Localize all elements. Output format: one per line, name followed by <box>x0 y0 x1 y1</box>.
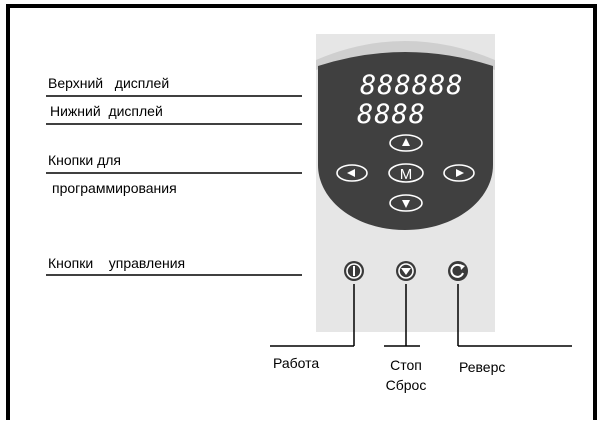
leader-lines-left <box>46 95 302 276</box>
arrow-down-icon <box>402 200 410 208</box>
label-stop: Стоп <box>390 357 422 373</box>
upper-display-digits: 888888 <box>360 70 464 101</box>
lower-display-digits: 8888 <box>357 99 426 130</box>
label-prog-buttons-line1: Кнопки для <box>48 152 121 168</box>
label-lower-display: Нижний дисплей <box>50 103 163 119</box>
label-reverse: Реверс <box>459 359 505 375</box>
reverse-icon <box>450 263 464 278</box>
panel-top-arc <box>316 41 495 70</box>
down-button[interactable] <box>389 194 423 212</box>
stop-reset-icon <box>401 268 411 275</box>
run-button[interactable] <box>344 261 364 281</box>
arrow-right-icon <box>456 169 464 177</box>
outer-frame <box>6 4 597 420</box>
menu-key-label: M <box>400 166 413 183</box>
up-button[interactable] <box>389 134 423 152</box>
label-control-buttons: Кнопки управления <box>48 255 185 271</box>
label-prog-buttons-line2: программирования <box>52 180 177 196</box>
leader-lines-bottom <box>270 284 572 347</box>
right-button[interactable] <box>443 164 475 182</box>
label-upper-display: Верхний дисплей <box>48 75 169 91</box>
label-run: Работа <box>273 355 319 371</box>
stop-reset-button[interactable] <box>396 261 416 281</box>
arrow-up-icon <box>402 138 410 146</box>
arrow-left-icon <box>347 169 355 177</box>
menu-button[interactable]: M <box>388 163 424 183</box>
label-reset: Сброс <box>386 377 427 393</box>
reverse-button[interactable] <box>448 261 468 281</box>
left-button[interactable] <box>336 164 368 182</box>
